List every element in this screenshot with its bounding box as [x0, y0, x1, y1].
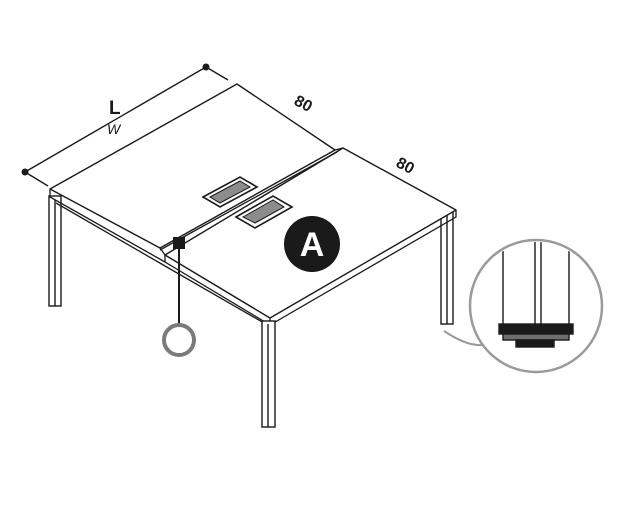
ring-marker-icon: [162, 323, 196, 357]
leg-foot-detail-callout: [443, 238, 604, 374]
cable-riser-marker: [162, 237, 196, 357]
depth-label-back: 80: [291, 93, 315, 116]
desk-legs-front: [261, 320, 276, 428]
badge-a-label: A: [300, 226, 325, 264]
width-label: W: [107, 121, 122, 137]
cable-flap-back: [201, 176, 259, 208]
dimension-endpoint-left: [21, 168, 29, 176]
badge-a: [284, 216, 340, 272]
square-marker-icon: [173, 237, 185, 249]
desk-legs-back: [48, 195, 454, 325]
leveling-foot-icon: [498, 323, 574, 335]
cable-flap-front: [234, 195, 294, 229]
depth-label-right: 80: [393, 155, 417, 178]
dimension-line-length: [24, 66, 229, 187]
dimension-endpoint-right: [202, 63, 210, 71]
leg-detail: [502, 242, 570, 331]
length-label: L: [109, 98, 121, 119]
